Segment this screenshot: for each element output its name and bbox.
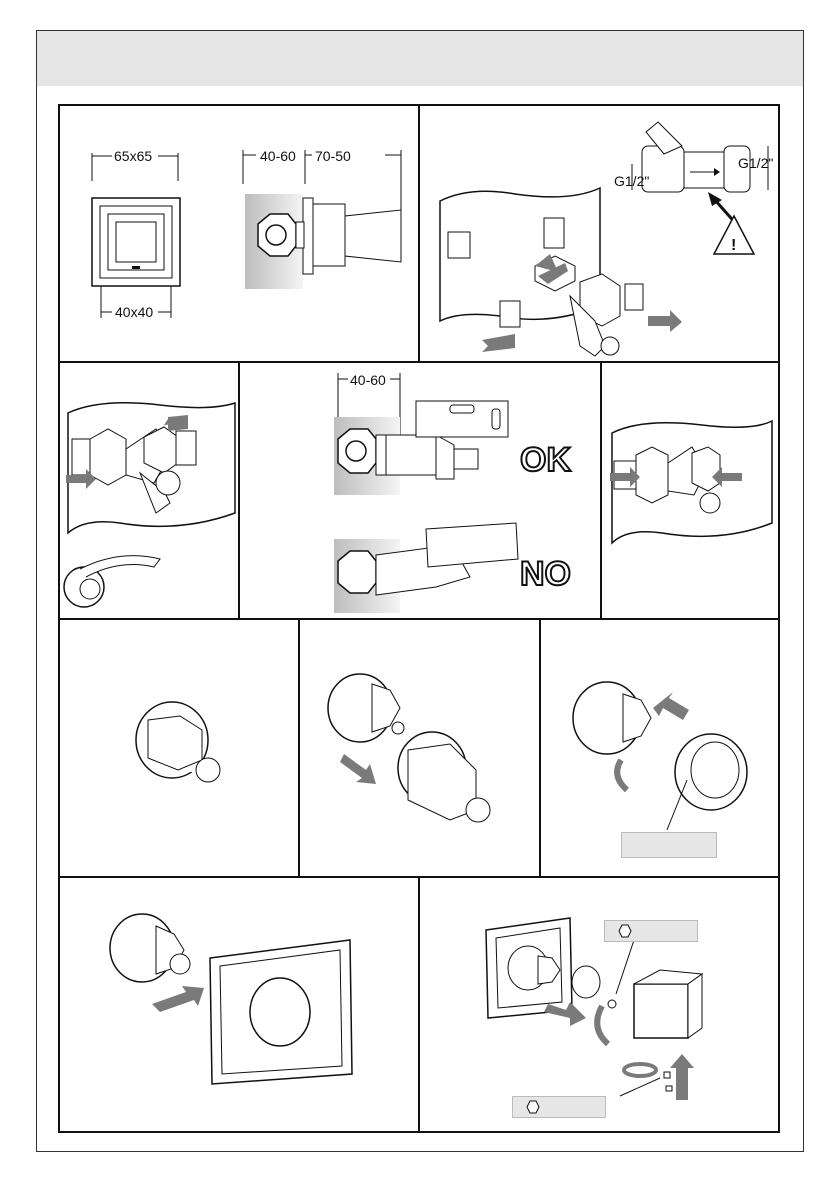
header-band [37, 31, 803, 86]
dim-40-60-level: 40-60 [350, 372, 386, 388]
tape-seal-drawing [60, 363, 238, 618]
panel-dimensions: 65x65 40x40 40-60 70-50 [60, 106, 418, 361]
panel-level-check: 40-60 OK NO [240, 363, 600, 618]
dim-40-60: 40-60 [260, 148, 296, 164]
panel-tape-seal [60, 363, 238, 618]
panel-remove-cover [300, 620, 539, 876]
remove-cover-drawing [300, 620, 539, 876]
hexagon-icon [523, 1098, 541, 1116]
hex-key-label-bottom [512, 1096, 606, 1118]
hex-key-label-top [604, 920, 698, 942]
panel-valve-wall: G1/2" G1/2" ! [420, 106, 778, 361]
final-assembly-drawing [420, 878, 778, 1133]
warning-mark: ! [731, 237, 736, 254]
dimensions-drawing: 65x65 40x40 40-60 70-50 [60, 106, 418, 361]
hexagon-icon [615, 922, 633, 940]
valve-wall-drawing: G1/2" G1/2" ! [420, 106, 778, 361]
panel-mount-handle [541, 620, 778, 876]
ok-label: OK [520, 441, 571, 479]
dim-40x40: 40x40 [115, 304, 153, 320]
no-label: NO [520, 555, 571, 593]
panel-fit-rosette [60, 878, 418, 1133]
panel-tighten [602, 363, 778, 618]
dim-70-50: 70-50 [315, 148, 351, 164]
panel-cover [60, 620, 298, 876]
level-check-drawing: 40-60 OK NO [240, 363, 600, 618]
tighten-drawing [602, 363, 778, 618]
dim-65x65: 65x65 [114, 148, 152, 164]
fit-rosette-drawing [60, 878, 418, 1133]
callout-label [621, 832, 717, 858]
panel-final-assembly [420, 878, 778, 1133]
cover-drawing [60, 620, 298, 876]
